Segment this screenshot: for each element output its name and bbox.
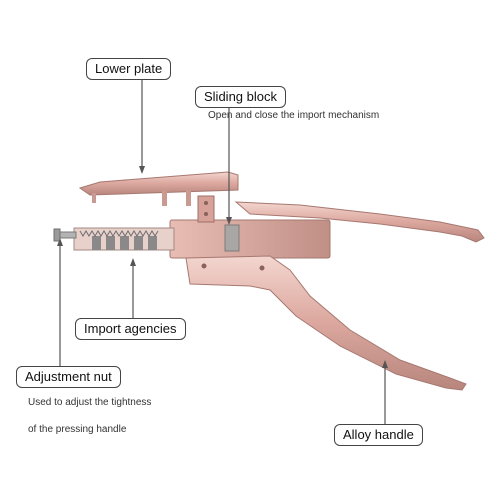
upper-handle-part [234, 201, 485, 243]
callout-sliding-block: Sliding block [195, 86, 286, 108]
import-agencies-label: Import agencies [84, 321, 177, 336]
spring [79, 230, 159, 237]
sliding-block-part [197, 195, 215, 223]
sliding-block-label: Sliding block [204, 89, 277, 104]
callout-alloy-handle: Alloy handle [334, 424, 423, 446]
lower-plate-label: Lower plate [95, 61, 163, 76]
plate-leg-right [186, 190, 191, 206]
callout-import-agencies: Import agencies [75, 318, 186, 340]
block-slot [224, 224, 240, 252]
lower-handle-part [185, 255, 467, 391]
adjustment-nut-description-2: of the pressing handle [28, 424, 127, 435]
callout-adjustment-nut: Adjustment nut [16, 366, 121, 388]
lower-plate-part [78, 171, 239, 196]
adjustment-nut-label: Adjustment nut [25, 369, 112, 384]
sliding-block-description: Open and close the import mechanism [208, 110, 380, 121]
import-agency-blocks [92, 236, 157, 250]
plate-leg-left [162, 190, 167, 206]
alloy-handle-label: Alloy handle [343, 427, 414, 442]
callout-lower-plate: Lower plate [86, 58, 172, 80]
adjustment-nut-part [53, 228, 61, 242]
adjustment-nut-description-1: Used to adjust the tightness [28, 397, 152, 408]
plate-leg-small [92, 193, 96, 203]
